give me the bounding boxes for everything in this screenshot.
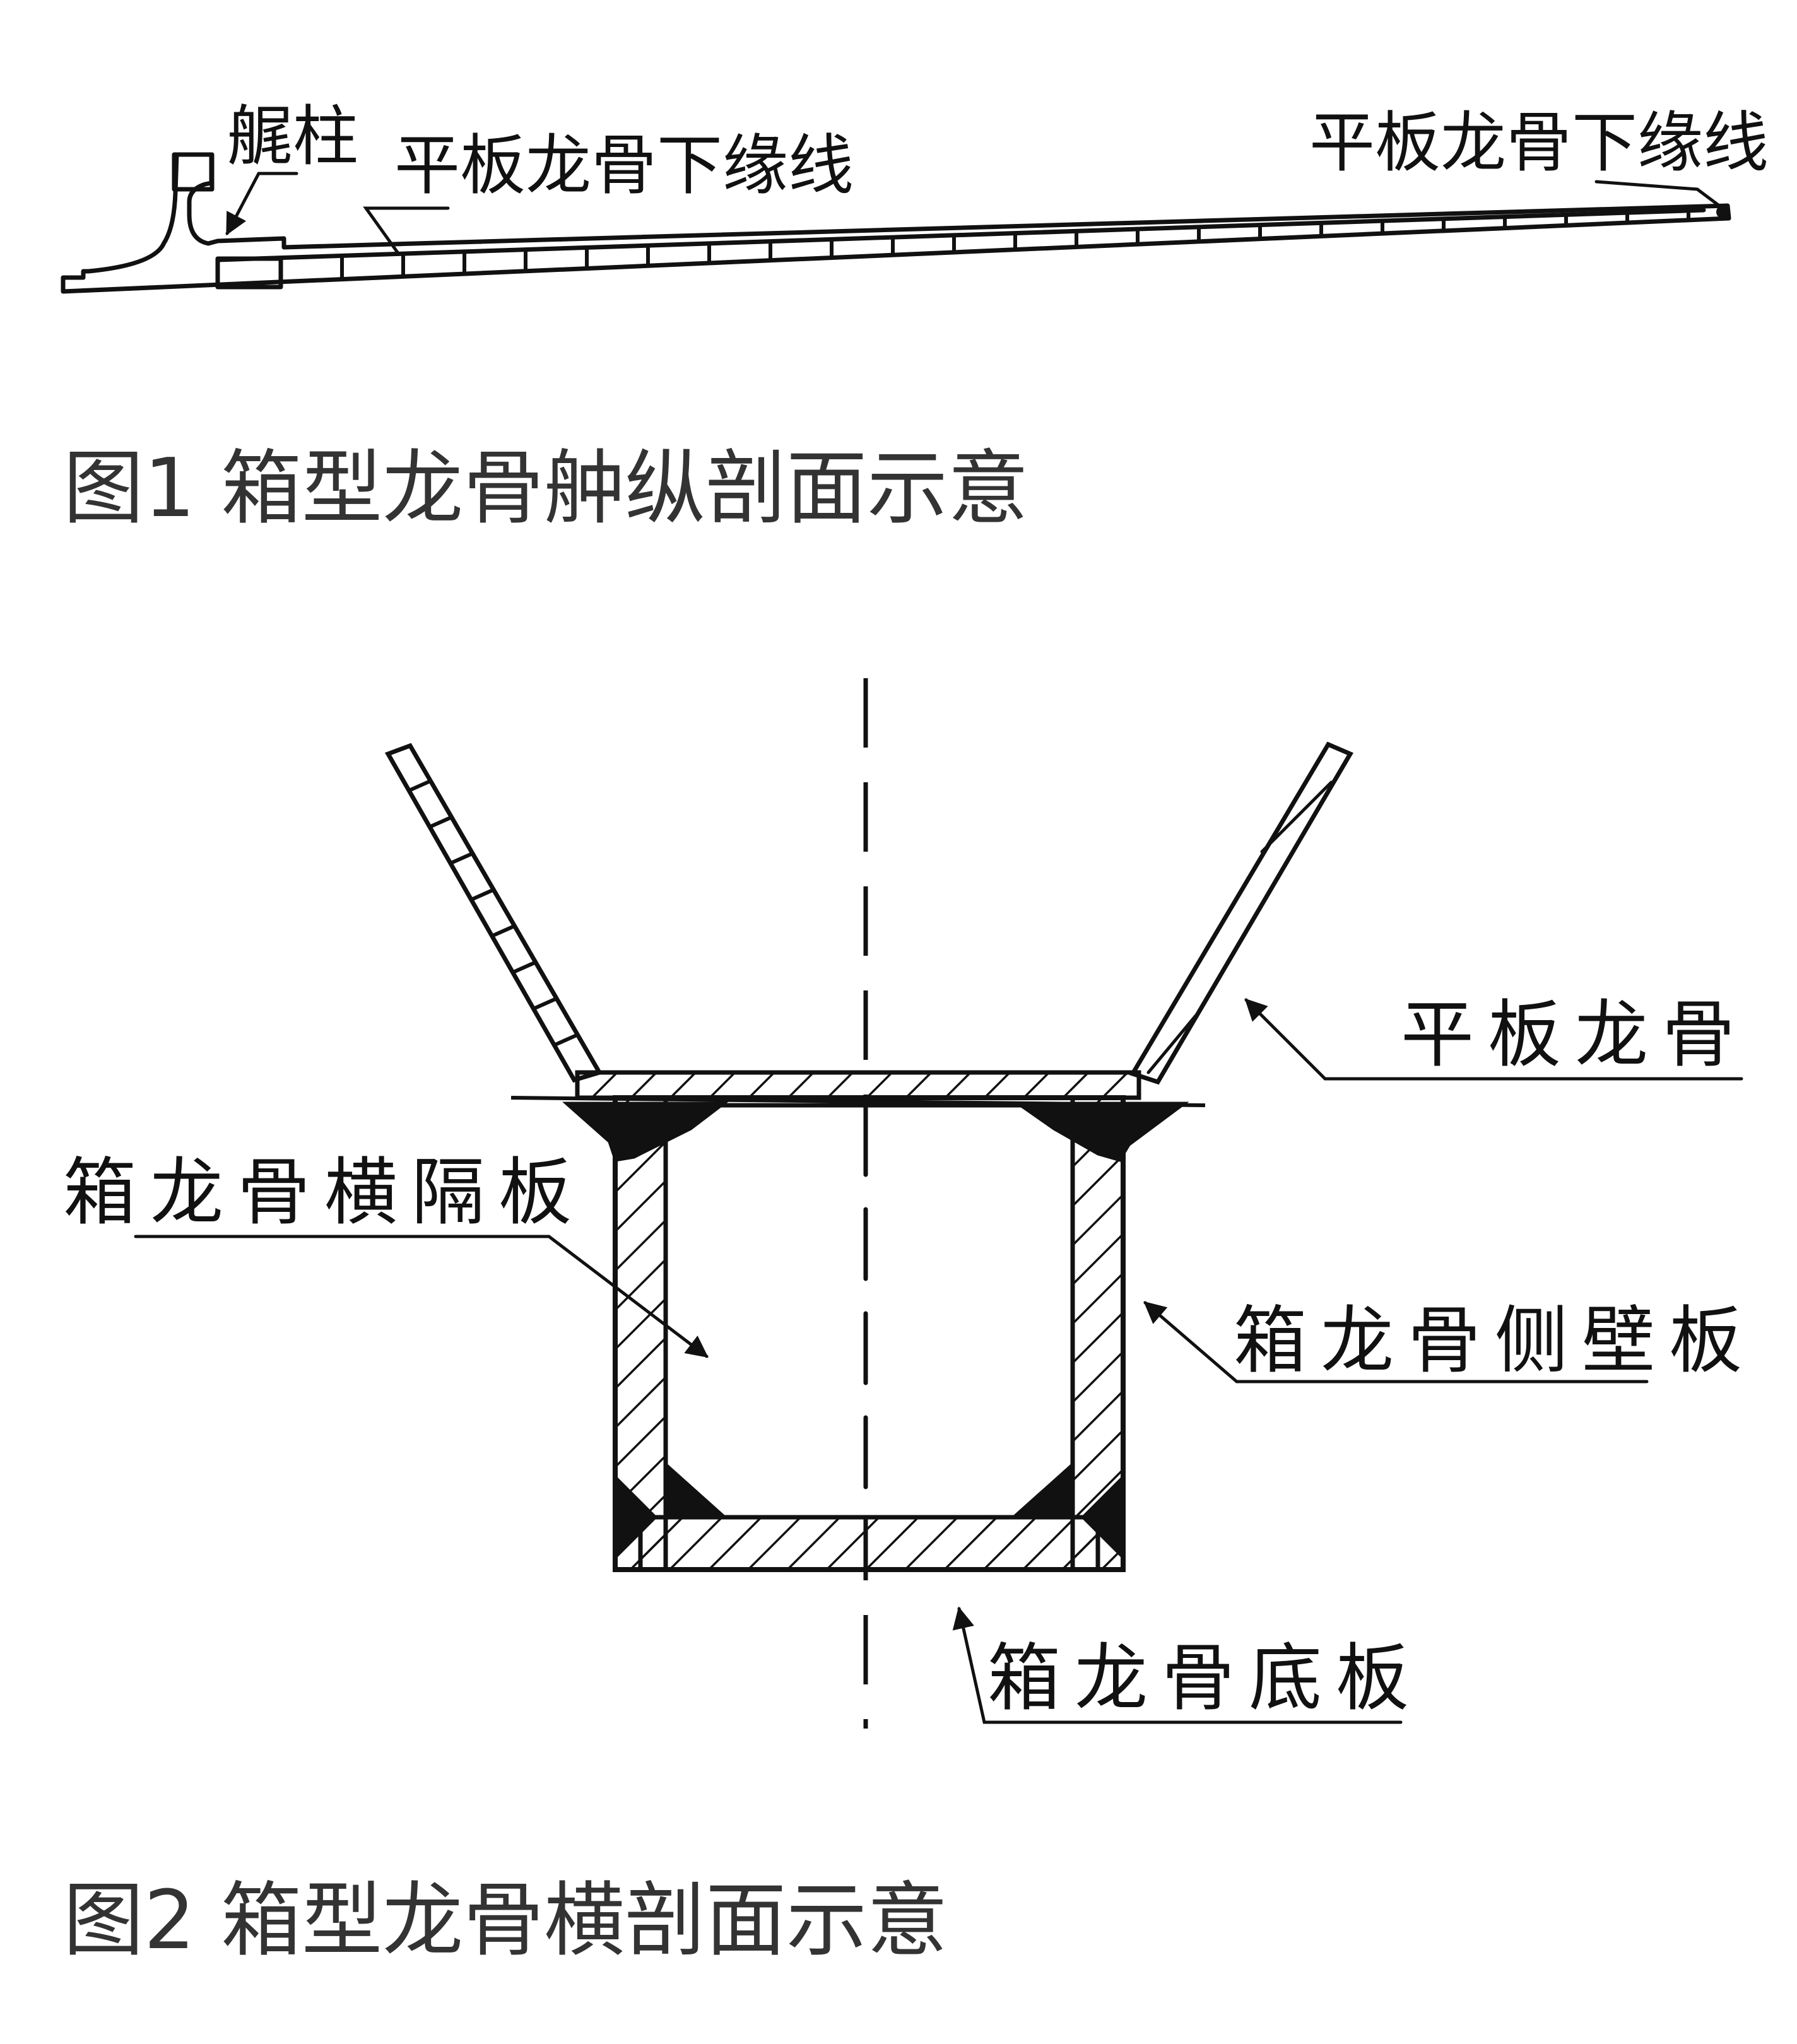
wing-tick [407, 778, 432, 793]
figure2-caption: 图2 箱型龙骨横剖面示意 [63, 1874, 948, 1968]
lower-edge-right-leader [1594, 180, 1724, 210]
left-keel-wing [384, 743, 603, 1083]
figure1-caption: 图1 箱型龙骨舯纵剖面示意 [63, 442, 1028, 536]
right-keel-wing [1129, 741, 1354, 1085]
box-outline [613, 1095, 1126, 1572]
keel-segment-dividers [279, 210, 1690, 282]
lower-edge-left-label: 平板龙骨下缘线 [394, 127, 854, 204]
wing-tick [512, 960, 536, 975]
stem-label: 艉柱 [227, 98, 358, 175]
wing-tick [553, 1033, 579, 1047]
lower-edge-left-leader [363, 206, 450, 254]
keel-end-point [1716, 206, 1729, 218]
bulkhead-label: 箱龙骨横隔板 [63, 1150, 586, 1235]
stem-leader [225, 172, 298, 236]
figure1-drawing [61, 152, 1731, 294]
figure2-drawing [134, 678, 1743, 1729]
flat-keel-label: 平板龙骨 [1401, 992, 1749, 1078]
weld-top-right [1013, 1101, 1189, 1162]
flat-keel-leader [1244, 998, 1743, 1081]
wing-tick [491, 924, 516, 938]
flat-keel-plate [575, 1070, 1141, 1100]
weld-bottom-left-outer [614, 1474, 658, 1561]
bottom-plate-label: 箱龙骨底板 [987, 1636, 1423, 1721]
box-inner [663, 1103, 1075, 1520]
weld-bottom-right-inner [1010, 1461, 1074, 1518]
side-wall-label: 箱龙骨侧壁板 [1234, 1298, 1756, 1383]
wing-tick [533, 997, 557, 1011]
keel-inner-edge [215, 208, 1706, 262]
stem-head [172, 152, 215, 192]
bulkhead-leader [134, 1235, 709, 1358]
side-wall-leader [1143, 1301, 1649, 1383]
weld-bottom-right-outer [1080, 1474, 1124, 1561]
weld-bottom-left-inner [664, 1461, 728, 1518]
weld-top-left [562, 1101, 729, 1162]
left-wing-ticks [407, 778, 579, 1047]
lower-edge-right-label: 平板龙骨下缘线 [1309, 104, 1769, 181]
wing-tick [428, 815, 453, 829]
wing-tick [449, 851, 474, 866]
bottom-plate [638, 1515, 1100, 1572]
wing-tick [470, 888, 495, 902]
bottom-plate-leader [952, 1606, 1403, 1724]
